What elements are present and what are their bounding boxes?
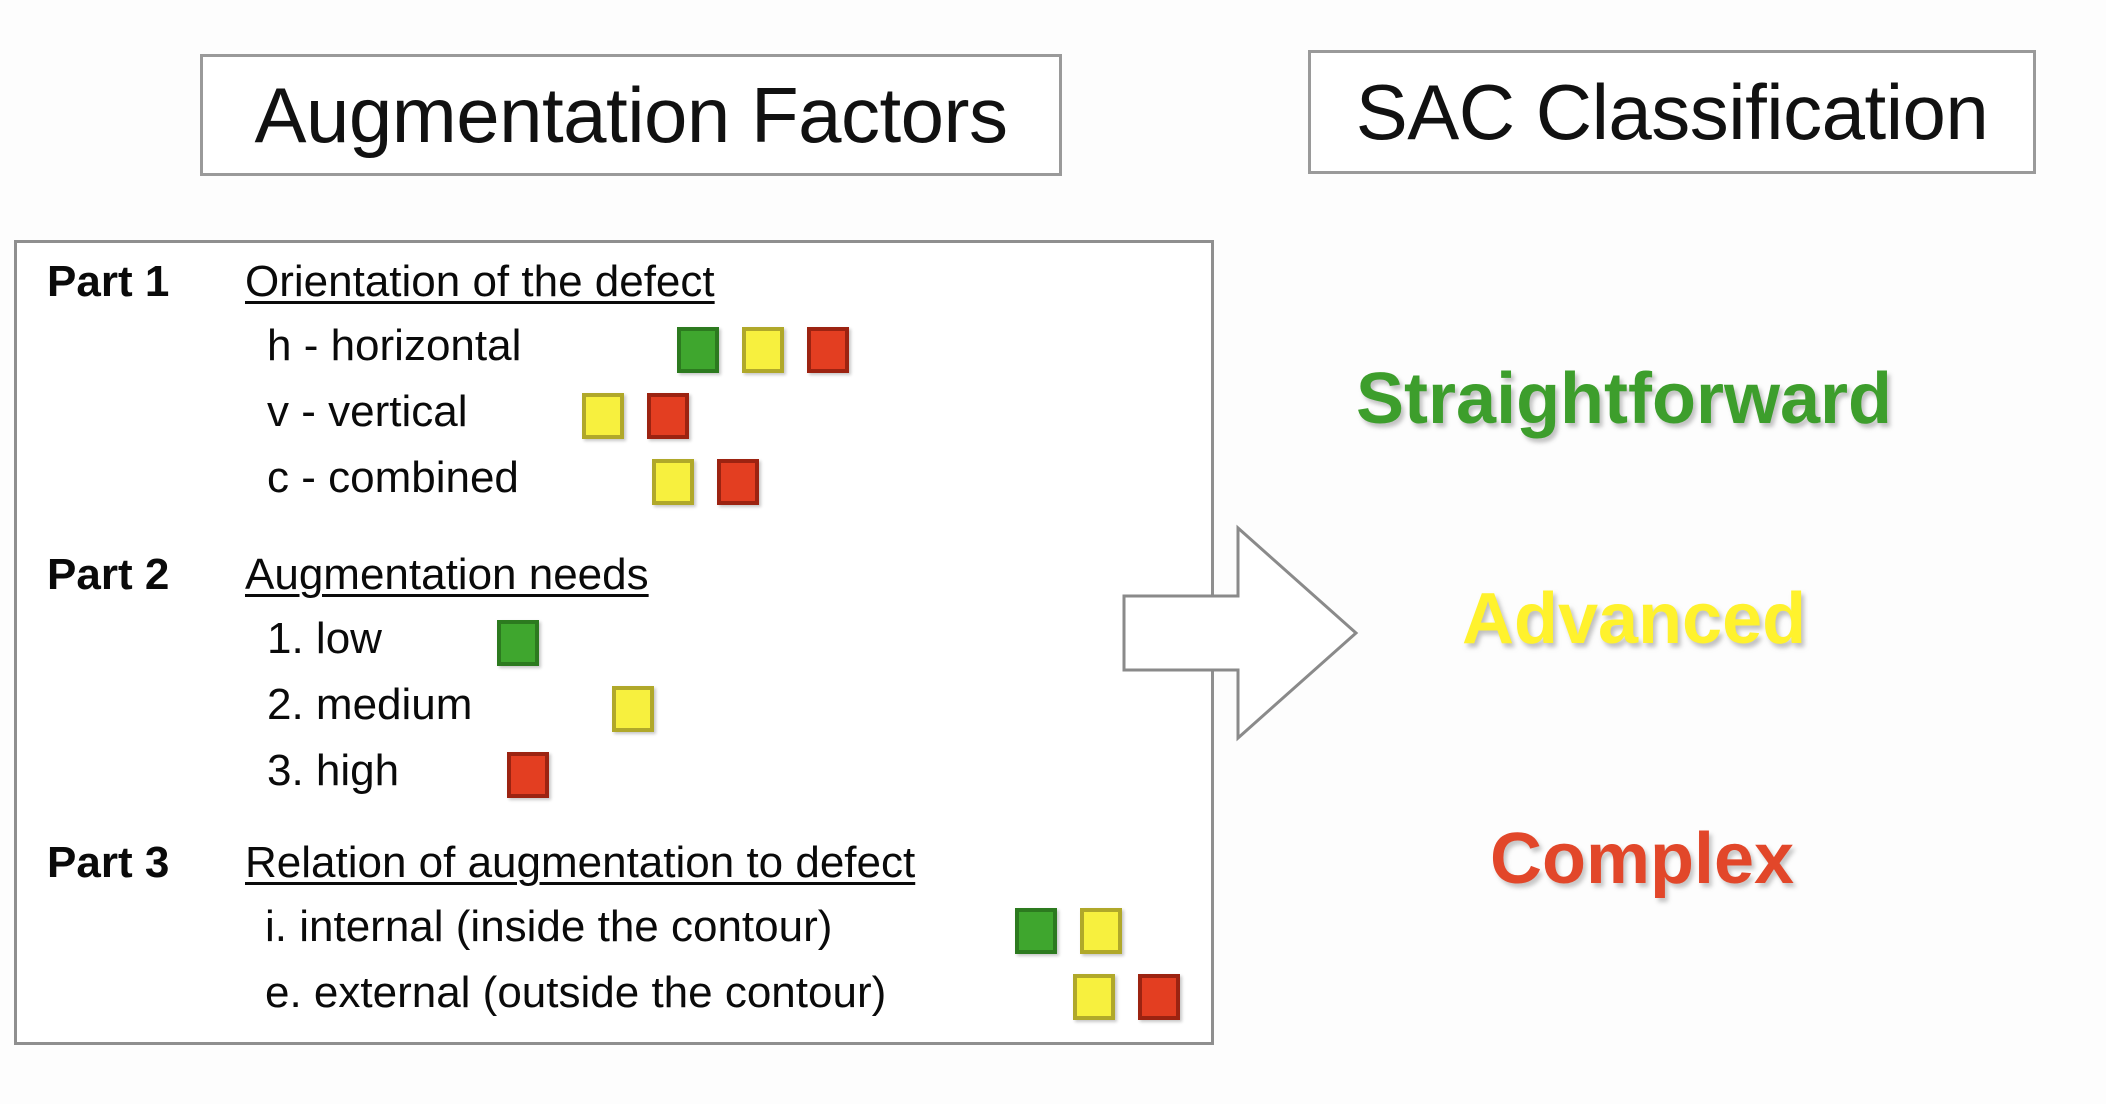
option-label-low: 1. low	[267, 614, 382, 663]
swatch-group-medium	[612, 686, 654, 732]
option-row-medium: 2. medium	[17, 678, 1211, 744]
swatch-red-square	[717, 459, 759, 505]
option-row-c-combined: c - combined	[17, 451, 1211, 517]
right-arrow-icon	[1122, 524, 1359, 742]
swatch-group-external	[1073, 974, 1180, 1020]
option-row-external: e. external (outside the contour)	[17, 966, 1211, 1032]
part-3-header: Part 3 Relation of augmentation to defec…	[17, 834, 1211, 900]
swatch-red-square	[647, 393, 689, 439]
swatch-green-square	[497, 620, 539, 666]
part-1-title: Orientation of the defect	[245, 257, 715, 306]
option-row-h-horizontal: h - horizontal	[17, 319, 1211, 385]
option-row-v-vertical: v - vertical	[17, 385, 1211, 451]
swatch-group-v-vertical	[582, 393, 689, 439]
classification-straightforward: Straightforward	[1356, 359, 1893, 439]
classification-complex: Complex	[1490, 819, 1795, 899]
part-1-block: Part 1 Orientation of the defect h - hor…	[17, 253, 1211, 517]
swatch-red-square	[1138, 974, 1180, 1020]
option-label-medium: 2. medium	[267, 680, 473, 729]
swatch-red-square	[507, 752, 549, 798]
sac-classification-title-box: SAC Classification	[1308, 50, 2036, 174]
option-label-v-vertical: v - vertical	[267, 387, 468, 436]
part-2-title: Augmentation needs	[245, 550, 649, 599]
swatch-group-c-combined	[652, 459, 759, 505]
swatch-yellow-square	[652, 459, 694, 505]
arrow-shape	[1122, 524, 1359, 742]
part-1-header: Part 1 Orientation of the defect	[17, 253, 1211, 319]
option-row-high: 3. high	[17, 744, 1211, 810]
option-row-low: 1. low	[17, 612, 1211, 678]
sac-classification-title-text: SAC Classification	[1355, 68, 1989, 156]
swatch-group-high	[507, 752, 549, 798]
swatch-red-square	[807, 327, 849, 373]
part-3-title: Relation of augmentation to defect	[245, 838, 916, 887]
part-2-header: Part 2 Augmentation needs	[17, 546, 1211, 612]
swatch-yellow-square	[1073, 974, 1115, 1020]
option-label-h-horizontal: h - horizontal	[267, 321, 522, 370]
swatch-yellow-square	[742, 327, 784, 373]
augmentation-factors-title-box: Augmentation Factors	[200, 54, 1062, 176]
augmentation-factors-panel: Part 1 Orientation of the defect h - hor…	[14, 240, 1214, 1045]
swatch-group-low	[497, 620, 539, 666]
option-label-high: 3. high	[267, 746, 400, 795]
classification-advanced: Advanced	[1462, 579, 1807, 659]
swatch-group-h-horizontal	[677, 327, 849, 373]
option-label-c-combined: c - combined	[267, 453, 519, 502]
swatch-green-square	[1015, 908, 1057, 954]
option-label-internal: i. internal (inside the contour)	[265, 902, 833, 951]
swatch-yellow-square	[582, 393, 624, 439]
part-2-block: Part 2 Augmentation needs 1. low 2. medi…	[17, 546, 1211, 810]
part-2-label: Part 2	[47, 550, 170, 599]
swatch-yellow-square	[1080, 908, 1122, 954]
augmentation-factors-title-text: Augmentation Factors	[254, 71, 1008, 159]
swatch-yellow-square	[612, 686, 654, 732]
part-3-label: Part 3	[47, 838, 170, 887]
part-1-label: Part 1	[47, 257, 170, 306]
part-3-block: Part 3 Relation of augmentation to defec…	[17, 834, 1211, 1032]
flow-arrow	[1120, 508, 1360, 758]
swatch-green-square	[677, 327, 719, 373]
option-row-internal: i. internal (inside the contour)	[17, 900, 1211, 966]
option-label-external: e. external (outside the contour)	[265, 968, 887, 1017]
swatch-group-internal	[1015, 908, 1122, 954]
